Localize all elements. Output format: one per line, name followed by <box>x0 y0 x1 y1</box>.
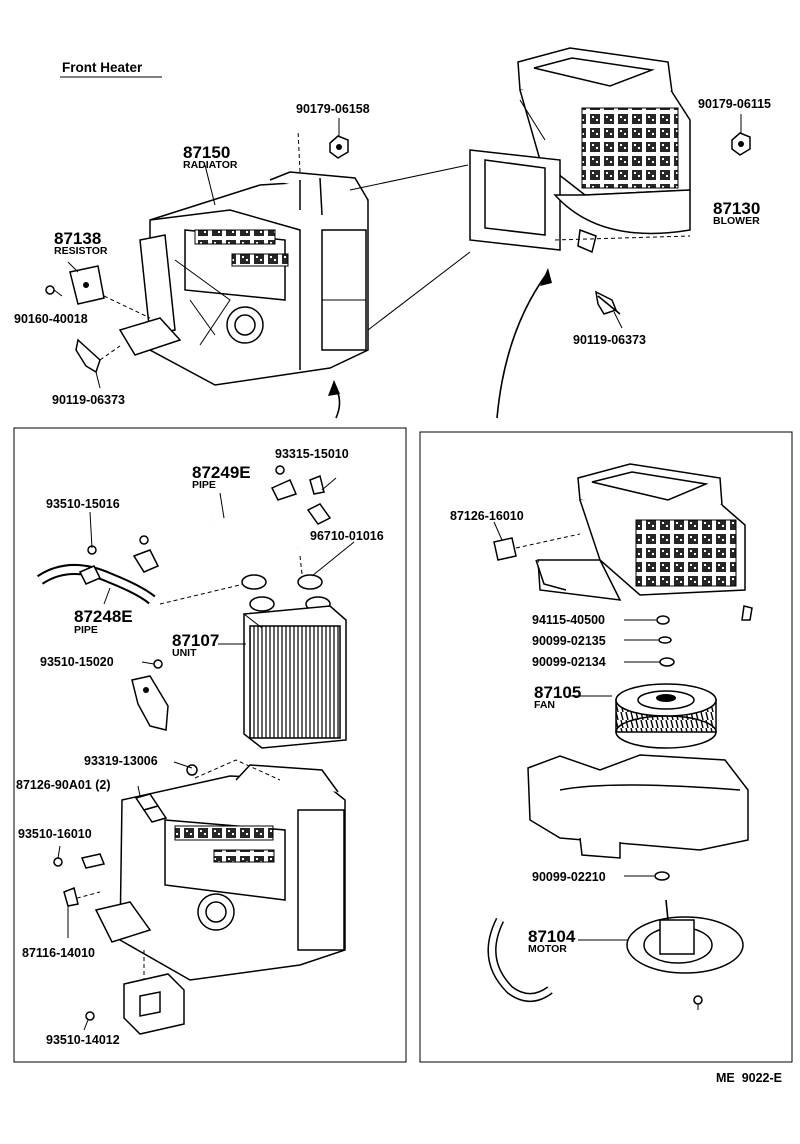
label-93510-14012: 93510-14012 <box>46 1033 120 1047</box>
label-93319-13006: 93319-13006 <box>84 754 158 768</box>
label-90119-06373-right: 90119-06373 <box>573 333 646 347</box>
label-pipe-lower: PIPE <box>74 624 98 636</box>
motor-87104 <box>487 899 744 1002</box>
label-pipe-upper: PIPE <box>192 479 216 491</box>
label-blower: BLOWER <box>713 215 760 227</box>
label-90099-02134: 90099-02134 <box>532 655 606 669</box>
screw-93510-15020 <box>153 659 163 669</box>
footer-code: ME 9022-E <box>716 1071 782 1085</box>
diagram-title: Front Heater <box>62 60 143 75</box>
pipe-87249E <box>209 518 301 549</box>
label-87150: 87150 <box>183 143 230 162</box>
case-lower <box>94 764 346 981</box>
label-93510-15020: 93510-15020 <box>40 655 114 669</box>
label-87107: 87107 <box>172 631 219 650</box>
clamps <box>78 465 332 585</box>
label-87104: 87104 <box>528 927 576 946</box>
label-resistor: RESISTOR <box>54 245 108 257</box>
blower-case-upper <box>535 463 746 601</box>
label-87126-16010: 87126-16010 <box>450 509 524 523</box>
label-radiator: RADIATOR <box>183 159 238 171</box>
fan-87105 <box>615 683 717 749</box>
resistor-part <box>69 265 105 305</box>
label-87116-14010: 87116-14010 <box>22 946 95 960</box>
label-fan: FAN <box>534 699 555 711</box>
left-detail-panel <box>13 427 407 1063</box>
label-90179-06115: 90179-06115 <box>698 97 771 111</box>
blower-assembly <box>469 47 691 254</box>
screw-90160-40018 <box>45 285 63 297</box>
pipe-87248E <box>36 564 156 605</box>
heater-radiator-assembly <box>118 164 369 386</box>
bolt-90179-06115 <box>731 132 751 156</box>
cover-93510-14012 <box>123 973 185 1035</box>
label-90179-06158: 90179-06158 <box>296 102 370 116</box>
label-87105: 87105 <box>534 683 581 702</box>
label-87138: 87138 <box>54 229 101 248</box>
bracket <box>131 675 169 731</box>
label-unit: UNIT <box>172 647 197 659</box>
screw-motor <box>693 995 703 1010</box>
label-87249E: 87249E <box>192 463 251 482</box>
label-87130: 87130 <box>713 199 760 218</box>
label-87126-90A01: 87126-90A01 (2) <box>16 778 111 792</box>
bolt-90179-06158 <box>329 135 349 159</box>
small-parts-left <box>53 764 198 1021</box>
heater-core-87107 <box>243 605 347 749</box>
label-90119-06373-left: 90119-06373 <box>52 393 125 407</box>
label-90160-40018: 90160-40018 <box>14 312 88 326</box>
label-93510-16010: 93510-16010 <box>18 827 92 841</box>
right-detail-panel <box>419 431 793 1063</box>
bolt-90119-06373-left <box>75 338 101 389</box>
washers <box>654 615 675 881</box>
o-rings <box>241 574 331 612</box>
label-90099-02135: 90099-02135 <box>532 634 606 648</box>
label-motor: MOTOR <box>528 943 567 955</box>
bolt-90119-06373-right <box>595 290 621 315</box>
label-94115-40500: 94115-40500 <box>532 613 605 627</box>
label-90099-02210: 90099-02210 <box>532 870 606 884</box>
label-87248E: 87248E <box>74 607 133 626</box>
clip-87126-16010 <box>493 537 517 561</box>
blower-case-lower <box>527 754 749 859</box>
label-93315-15010: 93315-15010 <box>275 447 349 461</box>
label-93510-15016: 93510-15016 <box>46 497 120 511</box>
label-96710-01016: 96710-01016 <box>310 529 384 543</box>
